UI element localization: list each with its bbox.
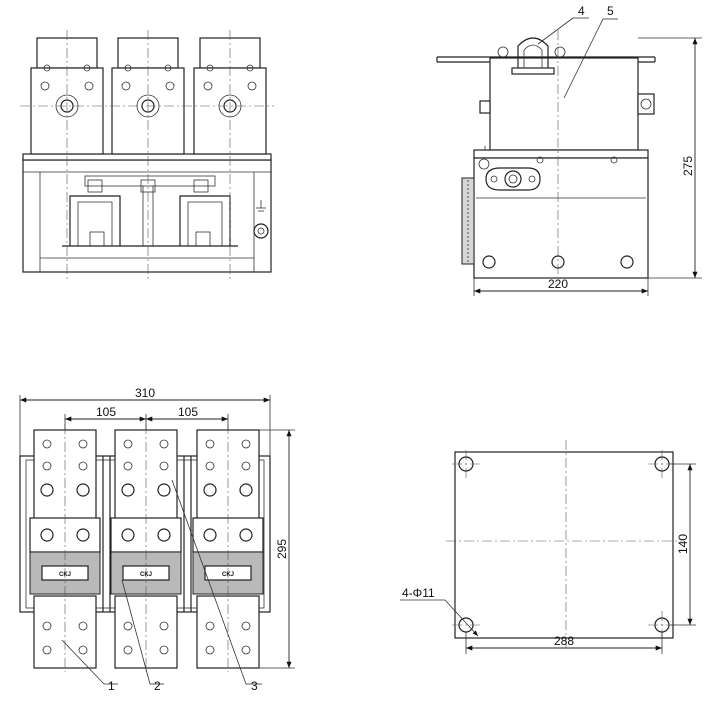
top-pitch-left: 105 <box>96 405 116 419</box>
front-mechanism <box>62 175 238 247</box>
mounting-view: 4-Φ11 140 288 <box>400 440 696 654</box>
mount-horizontal-dim: 288 <box>554 634 574 648</box>
side-oval-flange <box>485 167 541 191</box>
ground-terminal-icon <box>253 200 269 239</box>
callout-3: 3 <box>251 679 258 693</box>
mounting-plate <box>454 451 674 639</box>
side-base-body <box>473 157 649 279</box>
top-pole-3: CKJ <box>192 424 264 672</box>
callout-2: 2 <box>154 679 161 693</box>
side-height-dim: 275 <box>681 156 695 176</box>
side-width-dim: 220 <box>548 277 568 291</box>
top-view: CKJ CKJ <box>19 386 295 693</box>
front-view <box>20 30 274 280</box>
side-view: 4 5 275 220 <box>436 4 702 296</box>
front-top-plate <box>22 153 272 161</box>
top-pole-2: CKJ <box>110 424 182 672</box>
hole-spec-label: 4-Φ11 <box>402 586 435 600</box>
top-pole-1: CKJ <box>29 424 101 672</box>
top-pitch-right: 105 <box>178 405 198 419</box>
top-overall-width: 310 <box>135 386 155 400</box>
callout-4: 4 <box>578 4 585 18</box>
callout-1: 1 <box>108 679 115 693</box>
side-clamp <box>497 37 566 75</box>
front-base-frame <box>22 159 272 273</box>
top-depth-dim: 295 <box>275 539 289 559</box>
mount-vertical-dim: 140 <box>676 534 690 554</box>
callout-5: 5 <box>607 4 614 18</box>
